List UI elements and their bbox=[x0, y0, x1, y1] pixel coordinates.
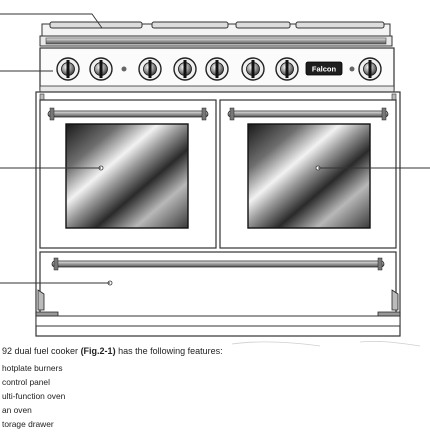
callout-leader-lines bbox=[0, 13, 430, 284]
feature-item: ulti-function oven bbox=[2, 390, 66, 401]
hob-knob-4 bbox=[205, 57, 229, 81]
drawer-handle bbox=[51, 260, 385, 268]
storage-drawer bbox=[39, 251, 397, 325]
feature-list: hotplate burners control panel ulti-func… bbox=[2, 361, 302, 431]
hob-knob-6 bbox=[358, 57, 382, 81]
feature-item: torage drawer bbox=[2, 418, 54, 429]
hob-knob-2 bbox=[89, 57, 113, 81]
brand-badge-label: Falcon bbox=[312, 65, 337, 74]
feature-item: an oven bbox=[2, 404, 32, 415]
oven-window bbox=[247, 123, 371, 229]
oven-window bbox=[65, 123, 189, 229]
feature-item: hotplate burners bbox=[2, 362, 63, 373]
caption-suffix: has the following features: bbox=[115, 346, 223, 356]
caption-intro: 92 dual fuel cooker (Fig.2-1) has the fo… bbox=[2, 346, 302, 357]
caption-figure-ref: (Fig.2-1) bbox=[80, 346, 116, 356]
scan-artifacts bbox=[231, 340, 421, 347]
oven-knob-1 bbox=[138, 57, 162, 81]
indicator-light bbox=[121, 66, 127, 72]
multi-function-oven bbox=[39, 99, 217, 249]
hob-knob-3 bbox=[173, 57, 197, 81]
oven-door-handle bbox=[227, 110, 389, 118]
feature-item: control panel bbox=[2, 376, 50, 387]
caption-prefix: 92 dual fuel cooker bbox=[2, 346, 81, 356]
hob-knob-5 bbox=[241, 57, 265, 81]
hob-knob-1 bbox=[56, 57, 80, 81]
cooker-feet bbox=[35, 289, 401, 327]
hotplate-burners bbox=[39, 21, 393, 47]
feature-caption: 92 dual fuel cooker (Fig.2-1) has the fo… bbox=[2, 346, 302, 431]
indicator-light bbox=[349, 66, 355, 72]
oven-door-handle bbox=[47, 110, 209, 118]
oven-knob-2 bbox=[275, 57, 299, 81]
fan-oven bbox=[219, 99, 397, 249]
brand-badge: Falcon bbox=[305, 61, 343, 76]
leader-line-burners bbox=[0, 13, 103, 29]
control-panel: Falcon bbox=[39, 47, 395, 93]
